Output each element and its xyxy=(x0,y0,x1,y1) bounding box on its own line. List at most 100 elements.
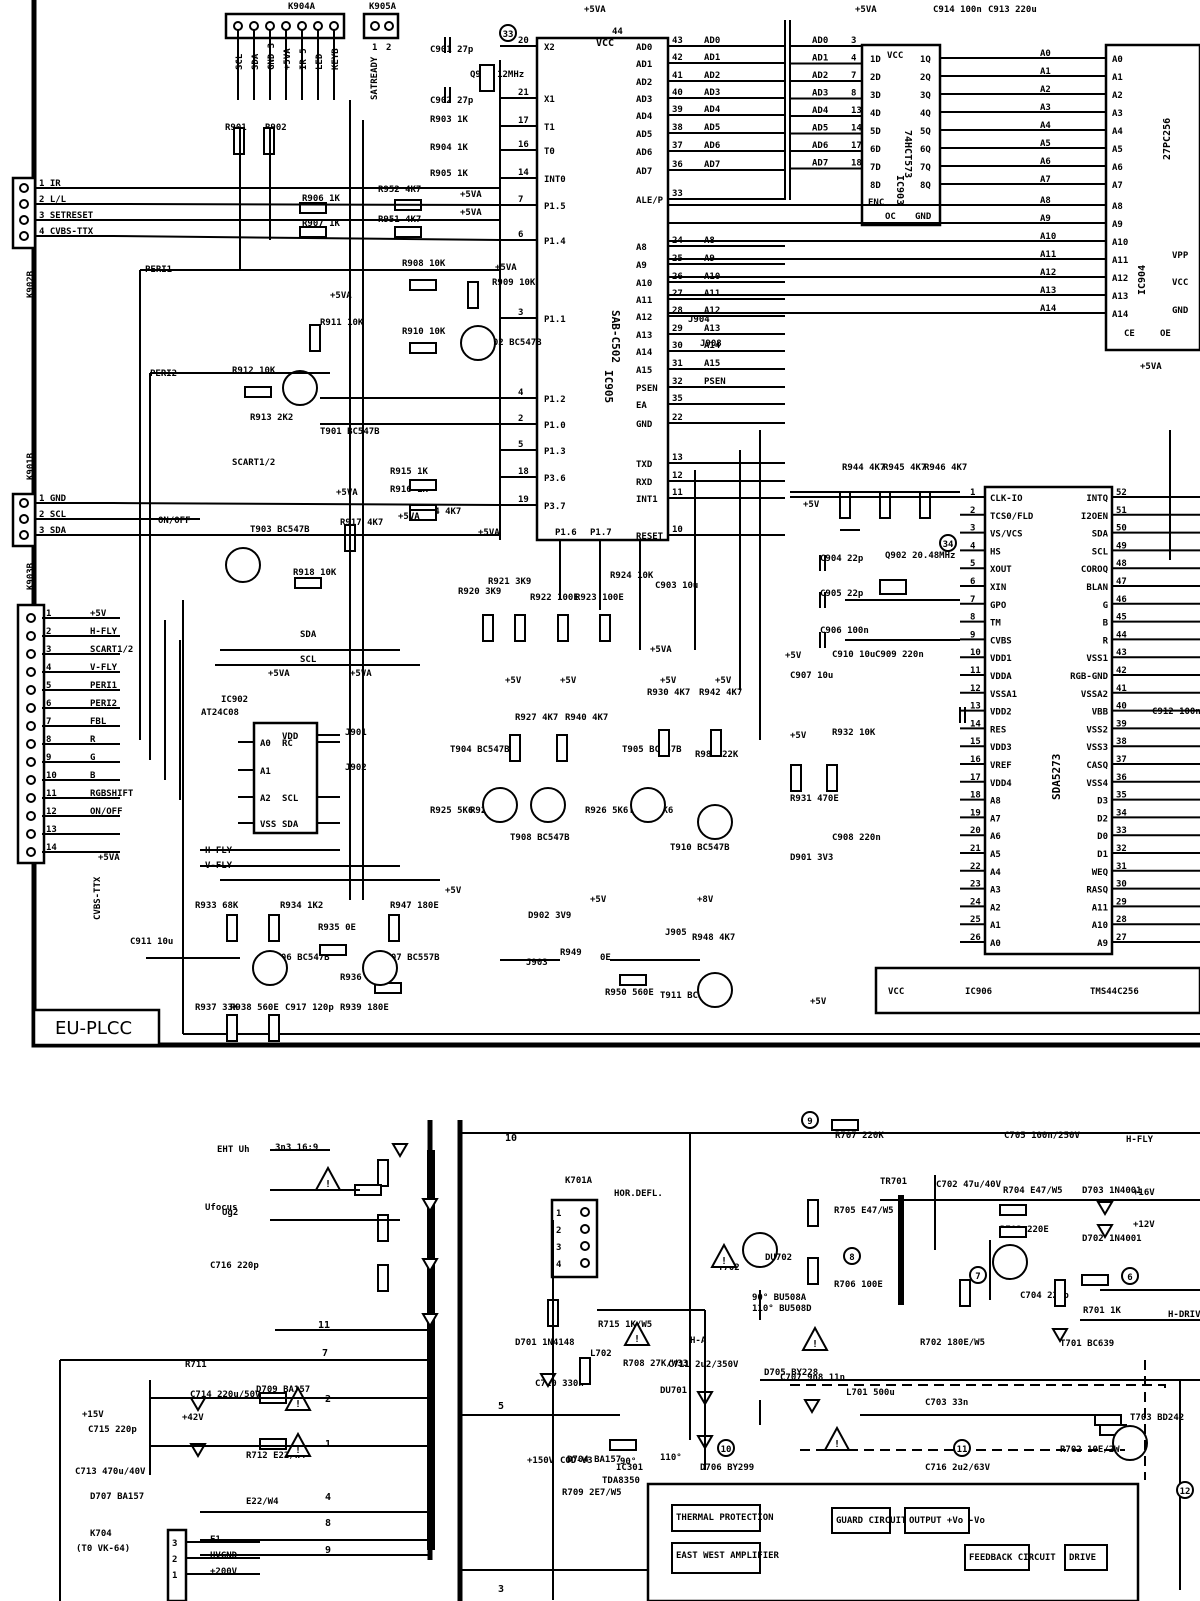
ic905-ref: IC905 xyxy=(602,370,615,403)
sda-pin-number: 32 xyxy=(1116,844,1127,854)
connector-signal-label: SCART1/2 xyxy=(90,645,133,655)
component-label: R925 5K6 xyxy=(430,806,473,816)
component-label: R708 27K/W33 xyxy=(623,1359,688,1369)
component-label: R927 4K7 xyxy=(515,713,558,723)
sda-right-pin: D3 xyxy=(1097,797,1108,807)
supply-label: +5V xyxy=(715,676,732,686)
sda5273: SDA5273 CLK-IO1TCS0/FLD2VS/VCS3HS4XOUT5X… xyxy=(960,485,1200,956)
resistor xyxy=(999,1226,1027,1238)
ic904-pin: A14 xyxy=(1112,310,1129,320)
supply-label: +5VA xyxy=(1140,362,1162,372)
ic906: VCC IC906 TMS44C256 xyxy=(874,966,1200,1015)
component-label: R706 100E xyxy=(834,1280,883,1290)
ic904-pin: A11 xyxy=(1112,256,1128,266)
bus-label: A6 xyxy=(1040,157,1051,167)
component-label: R715 1K/W5 xyxy=(598,1320,652,1330)
winding-number: 4 xyxy=(325,1492,331,1503)
pin-circle xyxy=(265,21,275,31)
transistor xyxy=(697,972,733,1008)
ic903-q-pin: 3Q xyxy=(920,91,931,101)
sda-pin-number: 46 xyxy=(1116,595,1127,605)
warning-icon xyxy=(710,1242,738,1268)
transistor xyxy=(460,325,496,361)
component-label: D707 BA157 xyxy=(90,1492,144,1502)
sda-pin-number: 34 xyxy=(1116,808,1127,818)
winding-number: 7 xyxy=(322,1348,328,1359)
diode xyxy=(421,1258,439,1273)
component-label: C707 9n8 11n xyxy=(780,1373,845,1383)
component-label: R942 4K7 xyxy=(699,688,742,698)
bus-label: A3 xyxy=(1040,103,1051,113)
ic301-block xyxy=(671,1504,761,1532)
k903b-label: K903B xyxy=(26,562,36,590)
k905a-satready: SATREADY xyxy=(370,56,380,100)
winding-number: 10 xyxy=(505,1133,517,1144)
resistor xyxy=(619,974,647,986)
supply-label: +5V xyxy=(590,895,607,905)
ic905-pin-number: 43 xyxy=(672,36,683,46)
marker-circle xyxy=(499,24,517,42)
component-label: C905 22p xyxy=(820,589,864,599)
component-label: D705 BY228 xyxy=(764,1368,818,1378)
connector-pin-label: 10 xyxy=(46,771,57,781)
ic301-block-label: EAST WEST AMPLIFIER xyxy=(676,1551,780,1561)
component-label: DU701 xyxy=(660,1386,687,1396)
sda-right-pin: VSS2 xyxy=(1086,725,1108,735)
component-label: T902 BC547B xyxy=(482,338,542,348)
ic905-pin-number: 22 xyxy=(672,413,683,423)
ic905-pin-name: P1.1 xyxy=(544,315,566,325)
resistor xyxy=(557,614,569,642)
ic905-pin-number: 36 xyxy=(672,160,683,170)
connector-pin-label: 1 xyxy=(46,609,51,619)
bus-label: AD7 xyxy=(704,160,720,170)
sda-left-pin: A8 xyxy=(990,797,1001,807)
pin-circle xyxy=(19,183,29,193)
ic905-pin-name: P1.3 xyxy=(544,447,566,457)
ic301-block xyxy=(904,1507,970,1534)
bus-label: AD6 xyxy=(704,141,720,151)
crystal-q901 xyxy=(479,64,495,92)
bus-label: A13 xyxy=(1040,286,1056,296)
ic902-pin: A2 xyxy=(260,794,271,804)
sda-left-pin: VDD1 xyxy=(990,654,1012,664)
bus-label: A1 xyxy=(1040,67,1051,77)
component-label: R948 4K7 xyxy=(692,933,735,943)
ic905-pin-number: 41 xyxy=(672,71,683,81)
component-label: C714 220u/50V xyxy=(190,1390,261,1400)
resistor xyxy=(1054,1279,1066,1307)
sda-right-pin: SCL xyxy=(1092,547,1109,557)
ic905-pin-name: P1.5 xyxy=(544,202,566,212)
ic902-part: AT24C08 xyxy=(201,708,239,718)
component-label: C711 2u2/350V xyxy=(668,1360,739,1370)
ic905-pin-number: 37 xyxy=(672,141,683,151)
component-label: J903 xyxy=(526,958,548,968)
sda-pin-number: 23 xyxy=(970,880,981,890)
supply-label: +5V xyxy=(790,731,807,741)
ic902-pin: SCL xyxy=(282,794,299,804)
ic903-vcc: VCC xyxy=(887,51,903,61)
component-label: 90° xyxy=(620,1457,636,1467)
component-label: T906 BC547B xyxy=(270,953,330,963)
resistor xyxy=(377,1159,389,1187)
connector-signal-label: R xyxy=(90,735,96,745)
ic904-pin: A8 xyxy=(1112,202,1123,212)
bus-label: A2 xyxy=(1040,85,1051,95)
ic903-d-pin: 5D xyxy=(870,127,881,137)
pin-circle xyxy=(26,649,36,659)
bus-label: AD1 xyxy=(704,53,720,63)
warning-icon xyxy=(801,1325,829,1351)
sda-pin-number: 39 xyxy=(1116,719,1127,729)
sda-pin-number: 15 xyxy=(970,737,981,747)
ic905-pin-name: AD1 xyxy=(636,60,652,70)
ic905-pin-number: 16 xyxy=(518,140,529,150)
component-label: Q902 20.48MHz xyxy=(885,551,955,561)
ic905-pin-name: A10 xyxy=(636,279,652,289)
diode xyxy=(1096,1201,1114,1216)
component-label: R701 1K xyxy=(1083,1306,1122,1316)
k905a-label: K905A xyxy=(369,2,397,12)
resistor xyxy=(309,324,321,352)
component-label: 0E xyxy=(600,953,611,963)
ic906-part: TMS44C256 xyxy=(1090,987,1139,997)
winding-number: 2 xyxy=(325,1394,331,1405)
ic904-pin: A1 xyxy=(1112,73,1123,83)
